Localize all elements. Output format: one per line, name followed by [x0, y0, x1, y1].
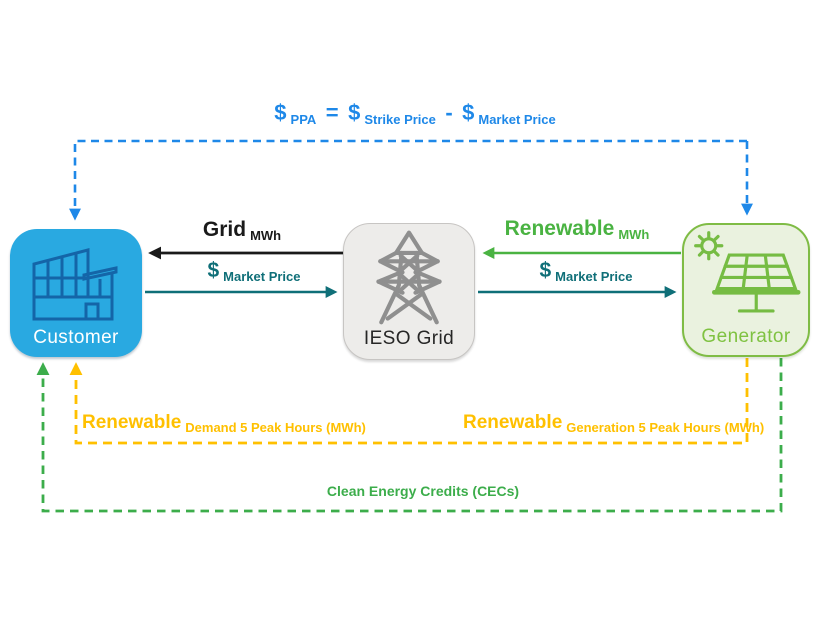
building-icon	[10, 229, 142, 328]
market-price-dollar-sign: $	[462, 100, 475, 125]
solar-panel-icon	[684, 225, 808, 327]
ieso-grid-node-label: IESO Grid	[363, 328, 455, 349]
market-price-right-label: $Market Price	[539, 259, 633, 284]
ieso-grid-node: IESO Grid	[343, 223, 475, 360]
market-price-left-label: $Market Price	[207, 259, 301, 284]
customer-node: Customer	[10, 229, 142, 357]
ppa-dollar-sign: $	[274, 100, 287, 125]
clean-energy-credits-dashed-connector	[36, 358, 783, 513]
transmission-tower-icon	[344, 224, 474, 329]
customer-node-label: Customer	[33, 327, 119, 348]
clean-energy-credits-label: Clean Energy Credits (CECs)	[326, 483, 520, 499]
generator-node-label: Generator	[701, 326, 791, 347]
ppa-formula-label: $PPA = $Strike Price - $Market Price	[274, 100, 556, 127]
ppa-dashed-connector-to-customer	[69, 139, 747, 221]
generator-node: Generator	[682, 223, 810, 357]
renewable-peak-hours-dashed-connector	[69, 358, 749, 445]
strike-price-dollar-sign: $	[348, 100, 361, 125]
